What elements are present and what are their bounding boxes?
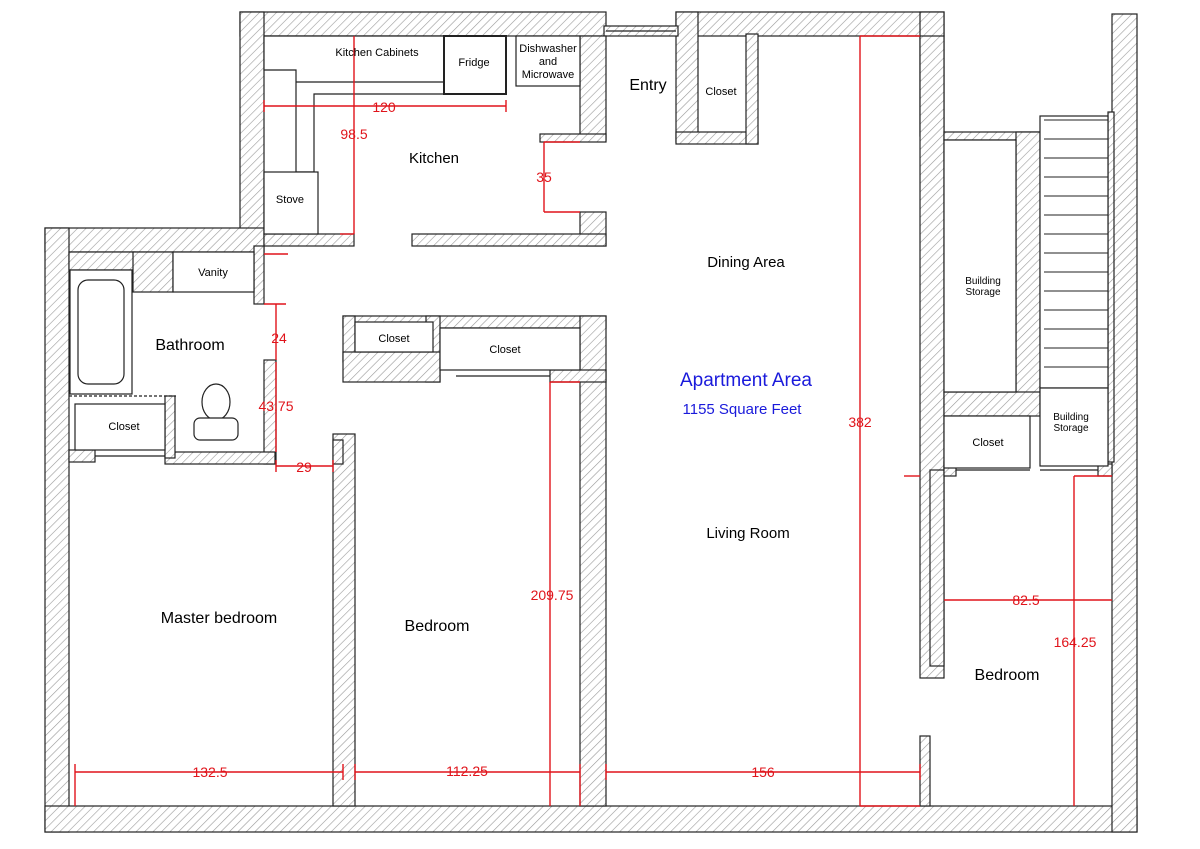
wall-storage-divider xyxy=(1015,131,1041,395)
stair-box xyxy=(1039,115,1109,389)
bath-closet-box xyxy=(74,403,166,451)
walls xyxy=(44,11,1138,833)
wall-bath-tub-top xyxy=(68,251,136,271)
label-bedroom-right: Bedroom xyxy=(975,667,1040,684)
dim-living-width-label: 156 xyxy=(751,764,775,780)
label-living: Living Room xyxy=(706,525,789,542)
dim-master-width-label: 132.5 xyxy=(192,764,227,780)
label-bedroom-mid: Bedroom xyxy=(405,618,470,635)
wall-top-right xyxy=(675,11,945,37)
wall-living-right-lower xyxy=(919,735,931,807)
closet-a-box xyxy=(354,321,434,353)
wall-bath-closet-divider xyxy=(164,395,176,459)
dimension-lines xyxy=(74,35,1112,807)
label-vanity: Vanity xyxy=(198,267,228,279)
title-subheading: 1155 Square Feet xyxy=(683,401,803,418)
wall-bath-closet-bottom-left xyxy=(68,449,96,463)
plan-title: Apartment Area 1155 Square Feet xyxy=(680,370,812,418)
dim-bedroom-mid-length-label: 209.75 xyxy=(531,587,574,603)
label-bath-closet: Closet xyxy=(108,421,139,433)
toilet-bowl-icon xyxy=(201,383,231,421)
label-closet-b: Closet xyxy=(489,344,520,356)
staircase xyxy=(1044,119,1108,368)
wall-bath-bottom xyxy=(164,451,276,465)
wall-master-right-cap xyxy=(332,439,344,465)
dim-bath-depth-label: 43.75 xyxy=(258,398,293,414)
label-closet-a: Closet xyxy=(378,333,409,345)
vanity-box xyxy=(172,251,255,293)
wall-bath-right-upper xyxy=(253,245,265,305)
wall-bedroom-closet-bottom xyxy=(342,351,441,383)
toilet-tank-icon xyxy=(193,417,239,441)
dim-bedroom-right-length-label: 164.25 xyxy=(1054,634,1097,650)
wall-bedroom-closet-right-bottom xyxy=(549,369,607,383)
wall-stair-right xyxy=(1107,111,1115,463)
label-dishwasher-1: Dishwasher xyxy=(519,43,577,55)
dim-bedroom-mid-width-label: 112.25 xyxy=(446,763,488,779)
dim-kitchen-width-label: 120 xyxy=(372,99,396,115)
right-closet-box xyxy=(943,415,1031,469)
bathtub-inner xyxy=(77,279,125,385)
label-entry-closet: Closet xyxy=(705,86,736,98)
storage1-box xyxy=(943,139,1017,393)
wall-kitchen-top xyxy=(239,11,607,37)
wall-bedroom-right xyxy=(579,315,607,807)
label-dishwasher-2: and xyxy=(539,56,557,68)
label-storage1-2: Storage xyxy=(965,287,1000,298)
closet-b-box xyxy=(439,327,581,371)
wall-kitchen-bottom-left xyxy=(263,233,355,247)
label-dishwasher-3: Microwave xyxy=(522,69,575,81)
wall-right-outer xyxy=(1111,13,1138,833)
label-kitchen-cabinets: Kitchen Cabinets xyxy=(335,47,419,59)
dimension-labels: 120 98.5 35 24 43.75 29 382 209.75 82.5 … xyxy=(192,99,1096,780)
wall-storage-bottom xyxy=(943,391,1041,417)
label-storage2-1: Building xyxy=(1053,412,1089,423)
label-stove: Stove xyxy=(276,194,304,206)
dishwasher-box xyxy=(515,35,581,87)
dim-bedroom-right-width-label: 82.5 xyxy=(1012,592,1039,608)
label-storage1-1: Building xyxy=(965,276,1001,287)
label-entry: Entry xyxy=(629,77,666,94)
wall-bottom xyxy=(44,805,1138,833)
wall-kitchen-bottom-right xyxy=(411,233,607,247)
label-right-closet: Closet xyxy=(972,437,1003,449)
label-kitchen: Kitchen xyxy=(409,150,459,167)
dim-bath-gap-label: 24 xyxy=(271,330,287,346)
dim-kitchen-depth-label: 98.5 xyxy=(340,126,367,142)
label-bathroom: Bathroom xyxy=(155,337,224,354)
dim-kitchen-opening-label: 35 xyxy=(536,169,552,185)
wall-left-outer xyxy=(44,227,70,833)
label-master: Master bedroom xyxy=(161,610,278,627)
storage2-box xyxy=(1039,387,1109,467)
wall-entry-closet-right xyxy=(745,33,759,145)
wall-bath-vanity-left xyxy=(132,251,174,293)
wall-master-right xyxy=(332,433,356,807)
dim-bath-door-label: 29 xyxy=(296,459,312,475)
wall-left-upper-top xyxy=(44,227,265,253)
wall-entry-closet-left xyxy=(675,11,699,143)
fridge-box xyxy=(443,35,507,95)
label-storage2-2: Storage xyxy=(1053,423,1088,434)
dim-living-length-label: 382 xyxy=(848,414,872,430)
room-labels: Kitchen Cabinets Fridge Dishwasher and M… xyxy=(108,43,1089,684)
wall-right-bedroom-left xyxy=(929,469,945,667)
label-fridge: Fridge xyxy=(458,57,489,69)
title-heading: Apartment Area xyxy=(680,370,812,391)
wall-kitchen-right-upper xyxy=(579,35,607,141)
fixtures xyxy=(69,30,1109,471)
wall-kitchen-left xyxy=(239,11,265,231)
label-dining: Dining Area xyxy=(707,254,785,271)
wall-kitchen-right-stub xyxy=(539,133,607,143)
stove-box xyxy=(263,171,319,235)
